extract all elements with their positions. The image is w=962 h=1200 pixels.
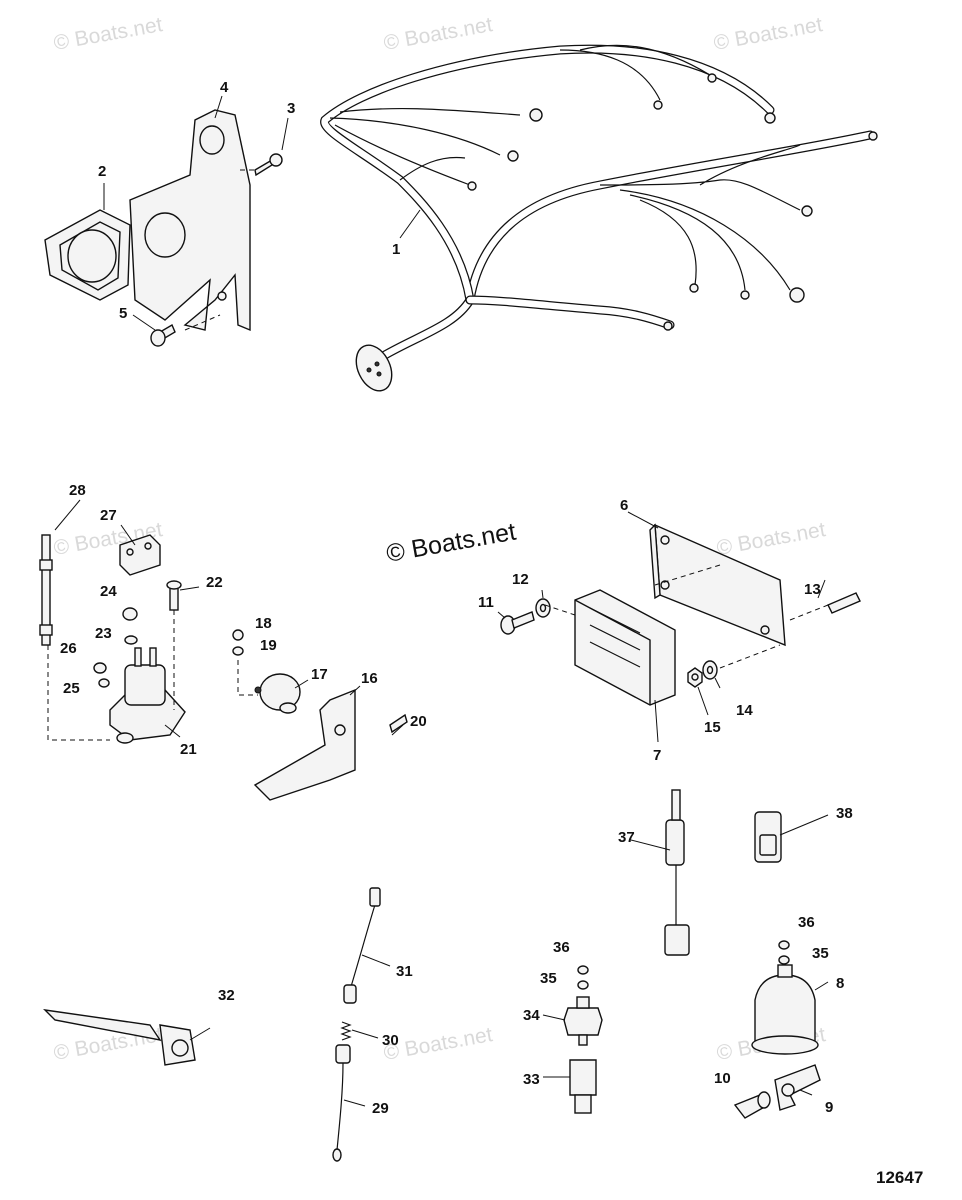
wiring-harness <box>320 44 878 392</box>
washer-part-19 <box>232 646 244 656</box>
washer-part-35 <box>577 980 589 990</box>
screw-part-3 <box>254 153 283 177</box>
gauge-sender-part-8 <box>751 964 819 1055</box>
callout-10: 10 <box>714 1070 731 1087</box>
callout-37: 37 <box>618 829 635 846</box>
callout-4: 4 <box>220 79 229 96</box>
washer-part-36-right <box>778 940 790 950</box>
nut-part-24 <box>122 607 138 621</box>
callout-33: 33 <box>523 1071 540 1088</box>
spring-part-30 <box>340 1021 352 1041</box>
callout-24: 24 <box>100 583 117 600</box>
washer-part-23 <box>124 635 138 645</box>
switch-part-17 <box>254 673 301 714</box>
nut-part-15 <box>687 667 703 688</box>
watermark: © Boats.net <box>715 518 828 560</box>
callout-8: 8 <box>836 975 844 992</box>
callout-11: 11 <box>478 594 494 611</box>
callout-6: 6 <box>620 497 628 514</box>
callout-36-right: 36 <box>798 914 815 931</box>
watermark: © Boats.net <box>382 1023 495 1065</box>
washer-part-36 <box>577 965 589 975</box>
sensor-part-31 <box>343 887 381 1004</box>
callout-36: 36 <box>553 939 570 956</box>
screw-part-20 <box>389 713 408 734</box>
screw-part-22 <box>166 580 182 611</box>
switch-part-34 <box>563 996 603 1046</box>
callout-3: 3 <box>287 100 295 117</box>
callout-2: 2 <box>98 163 106 180</box>
callout-30: 30 <box>382 1032 399 1049</box>
washer-part-12 <box>535 598 551 618</box>
callout-1: 1 <box>392 241 400 258</box>
elbow-part-9 <box>774 1064 821 1111</box>
callout-5: 5 <box>119 305 127 322</box>
fitting-part-33 <box>569 1059 597 1114</box>
solenoid-part-21 <box>109 647 186 744</box>
callout-28: 28 <box>69 482 86 499</box>
screw-part-11 <box>500 611 535 635</box>
watermark-layer: © Boats.net © Boats.net © Boats.net © Bo… <box>52 13 828 1065</box>
callout-14: 14 <box>736 702 753 719</box>
washer-part-35-right <box>778 955 790 965</box>
nut-part-26 <box>93 662 107 674</box>
callout-32: 32 <box>218 987 235 1004</box>
callout-35: 35 <box>540 970 557 987</box>
watermark: © Boats.net <box>52 13 165 55</box>
callout-19: 19 <box>260 637 277 654</box>
watermark: © Boats.net <box>712 13 825 55</box>
callout-22: 22 <box>206 574 223 591</box>
callout-7: 7 <box>653 747 661 764</box>
screw-part-18 <box>232 629 244 641</box>
stud-part-13 <box>827 592 861 614</box>
callout-layer: 1 2 3 4 5 6 7 8 9 10 11 12 13 14 15 16 1… <box>60 79 853 1117</box>
callout-26: 26 <box>60 640 77 657</box>
terminal-part-27 <box>119 534 161 576</box>
control-module-part-7 <box>574 589 676 706</box>
callout-12: 12 <box>512 571 529 588</box>
callout-21: 21 <box>180 741 197 758</box>
assembly-lines <box>47 169 829 741</box>
sender-part-29 <box>332 1044 351 1162</box>
callout-15: 15 <box>704 719 721 736</box>
callout-9: 9 <box>825 1099 833 1116</box>
callout-16: 16 <box>361 670 378 687</box>
callout-25: 25 <box>63 680 80 697</box>
washer-part-25 <box>98 678 110 688</box>
leader-lines <box>54 95 829 1107</box>
callout-13: 13 <box>804 581 821 598</box>
callout-31: 31 <box>396 963 413 980</box>
watermark-main: © Boats.net <box>384 518 518 568</box>
callout-27: 27 <box>100 507 117 524</box>
mounting-plate-part-6 <box>649 523 786 647</box>
mounting-bracket-part-4 <box>129 109 251 332</box>
fitting-part-10 <box>733 1091 771 1119</box>
callout-17: 17 <box>311 666 328 683</box>
callout-35-right: 35 <box>812 945 829 962</box>
callout-18: 18 <box>255 615 272 632</box>
sender-part-37 <box>664 789 690 956</box>
callout-23: 23 <box>95 625 112 642</box>
callout-38: 38 <box>836 805 853 822</box>
stud-part-28 <box>39 534 53 646</box>
callout-20: 20 <box>410 713 427 730</box>
callout-29: 29 <box>372 1100 389 1117</box>
callout-34: 34 <box>523 1007 540 1024</box>
washer-part-14 <box>702 660 718 680</box>
switch-part-32 <box>43 1009 196 1066</box>
connector-part-38 <box>754 811 782 863</box>
screw-part-5 <box>150 323 176 347</box>
bracket-plate-part-2 <box>44 209 131 301</box>
figure-number: 12647 <box>876 1168 923 1187</box>
watermark: © Boats.net <box>382 13 495 55</box>
